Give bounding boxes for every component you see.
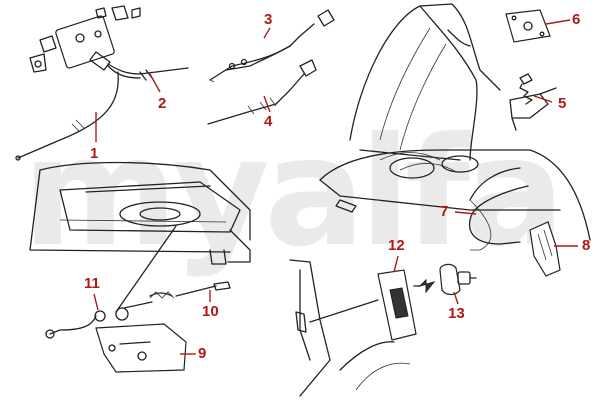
callout-leaders <box>93 19 578 355</box>
callout-4: 4 <box>264 113 273 130</box>
callout-10: 10 <box>202 303 219 320</box>
callout-7: 7 <box>440 203 449 220</box>
trunk-latch <box>45 301 187 373</box>
cable-bracket <box>529 221 561 277</box>
callout-1: 1 <box>90 145 99 162</box>
callout-8: 8 <box>582 237 591 254</box>
striker-plate <box>505 9 551 43</box>
callout-11: 11 <box>84 275 100 292</box>
callout-12: 12 <box>388 237 405 254</box>
callout-5: 5 <box>558 95 567 112</box>
lock-handle-assembly <box>289 259 477 397</box>
hood-cable <box>468 185 529 245</box>
callout-3: 3 <box>264 11 273 28</box>
callout-6: 6 <box>572 11 581 28</box>
hood-support-spring <box>509 73 557 131</box>
engine-bay <box>319 149 591 251</box>
callout-13: 13 <box>448 305 465 322</box>
release-cables <box>207 9 335 125</box>
trunk-release-rod <box>115 225 231 313</box>
open-hood <box>349 3 501 161</box>
callout-9: 9 <box>198 345 207 362</box>
hood-latch-assembly <box>15 5 189 161</box>
rear-trunk <box>29 161 251 265</box>
callout-2: 2 <box>158 95 167 112</box>
